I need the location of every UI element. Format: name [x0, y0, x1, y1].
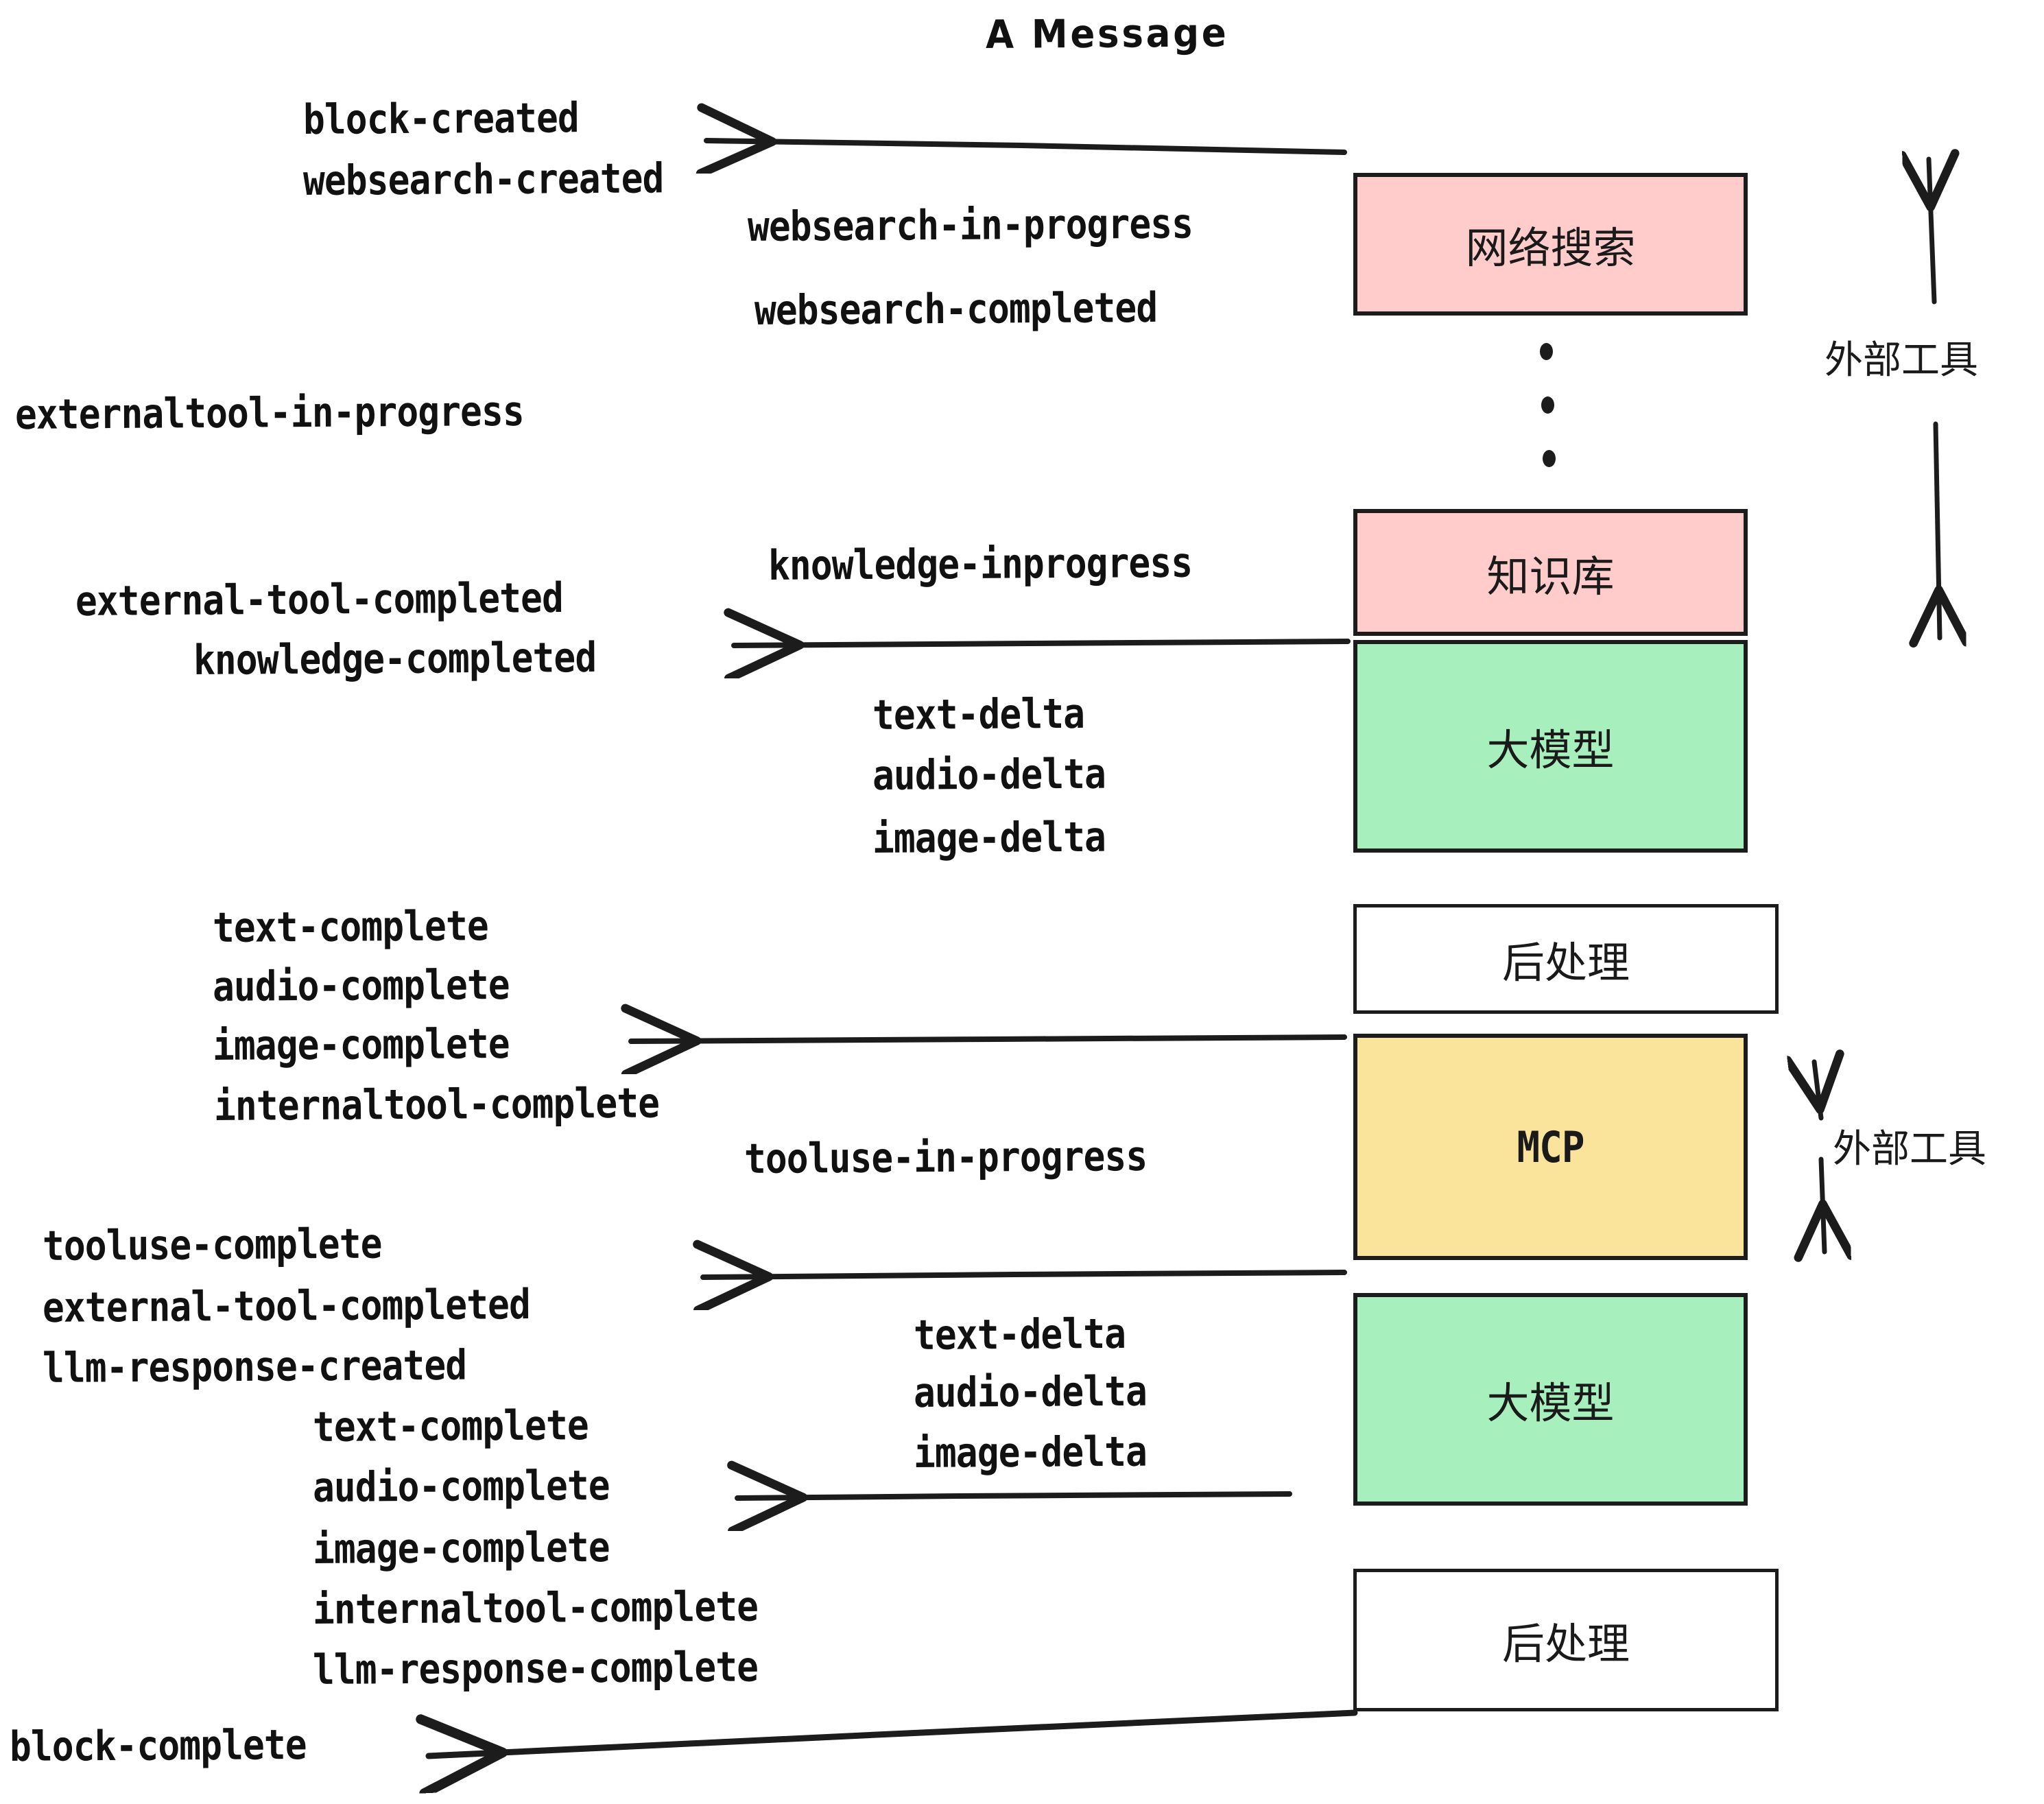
node-mcp-label: MCP	[1517, 1121, 1584, 1172]
page-title: A Message	[985, 10, 1229, 58]
event-label-tooluse-in-progress: tooluse-in-progress	[744, 1132, 1148, 1183]
node-postproc-1-label: 后处理	[1501, 938, 1630, 988]
bracket-external-tools-bottom-down	[1821, 1156, 1825, 1252]
node-llm-1-label: 大模型	[1486, 725, 1615, 775]
event-label-websearch-created: websearch-created	[302, 154, 664, 205]
event-label-image-delta-2: image-delta	[913, 1427, 1148, 1477]
arrow-llm2-to-audio-complete	[737, 1494, 1292, 1498]
event-label-image-delta-1: image-delta	[872, 813, 1106, 863]
event-label-externaltool-in-progress: externaltool-in-progress	[14, 387, 524, 439]
ellipsis-dot	[1540, 343, 1553, 360]
event-label-text-complete-1: text-complete	[212, 902, 488, 952]
event-label-audio-complete-1: audio-complete	[212, 960, 510, 1011]
event-label-knowledge-inprogress: knowledge-inprogress	[768, 538, 1193, 590]
node-postproc-2-label: 后处理	[1501, 1619, 1630, 1669]
arrow-knowledge-to-knowledge-completed	[734, 641, 1351, 645]
node-llm-1[interactable]: 大模型	[1353, 640, 1748, 853]
event-label-llm-response-created: llm-response-created	[42, 1341, 467, 1392]
node-websearch-label: 网络搜索	[1465, 223, 1636, 273]
event-label-internaltool-complete-1: internaltool-complete	[213, 1079, 660, 1130]
event-label-external-tool-completed-1: external-tool-completed	[75, 574, 564, 626]
event-label-image-complete-2: image-complete	[312, 1523, 610, 1574]
arrow-mcp-to-tooluse-complete	[703, 1272, 1347, 1277]
node-postproc-1[interactable]: 后处理	[1353, 904, 1779, 1014]
external-tools-bottom-label: 外部工具	[1833, 1127, 1986, 1172]
node-knowledge[interactable]: 知识库	[1353, 509, 1748, 636]
event-label-text-complete-2: text-complete	[312, 1401, 589, 1451]
event-label-audio-complete-2: audio-complete	[312, 1461, 610, 1512]
node-mcp[interactable]: MCP	[1353, 1034, 1748, 1260]
event-label-text-delta-1: text-delta	[872, 689, 1085, 739]
event-label-tooluse-complete: tooluse-complete	[42, 1220, 382, 1270]
event-label-audio-delta-2: audio-delta	[913, 1367, 1148, 1417]
node-llm-2-label: 大模型	[1486, 1378, 1615, 1428]
ellipsis-dot	[1543, 450, 1556, 467]
event-label-llm-response-complete: llm-response-complete	[312, 1643, 759, 1694]
event-label-block-created: block-created	[302, 94, 579, 144]
node-knowledge-label: 知识库	[1486, 551, 1615, 602]
bracket-external-tools-bottom-up	[1814, 1062, 1821, 1121]
node-postproc-2[interactable]: 后处理	[1353, 1569, 1779, 1711]
event-label-websearch-in-progress: websearch-in-progress	[747, 200, 1193, 251]
event-label-audio-delta-1: audio-delta	[872, 750, 1106, 800]
arrow-postproc2-to-block-complete	[429, 1709, 1358, 1756]
event-label-image-complete-1: image-complete	[212, 1019, 510, 1070]
event-label-text-delta-2: text-delta	[913, 1309, 1126, 1360]
event-label-external-tool-completed-2: external-tool-completed	[42, 1281, 531, 1332]
node-llm-2[interactable]: 大模型	[1353, 1293, 1748, 1506]
vertical-ellipsis	[1540, 343, 1560, 473]
ellipsis-dot	[1541, 396, 1554, 414]
event-label-knowledge-completed: knowledge-completed	[193, 633, 597, 685]
external-tools-top-label: 外部工具	[1825, 338, 1978, 383]
node-websearch[interactable]: 网络搜索	[1353, 173, 1748, 316]
arrow-postproc1-to-image-complete	[631, 1037, 1347, 1041]
event-label-block-complete: block-complete	[9, 1720, 307, 1771]
arrow-websearch-to-block-created	[706, 141, 1347, 152]
bracket-external-tools-top-down	[1936, 421, 1940, 638]
bracket-external-tools-top-up	[1929, 159, 1934, 305]
event-label-internaltool-complete-2: internaltool-complete	[312, 1582, 759, 1634]
event-label-websearch-completed: websearch-completed	[754, 283, 1158, 335]
